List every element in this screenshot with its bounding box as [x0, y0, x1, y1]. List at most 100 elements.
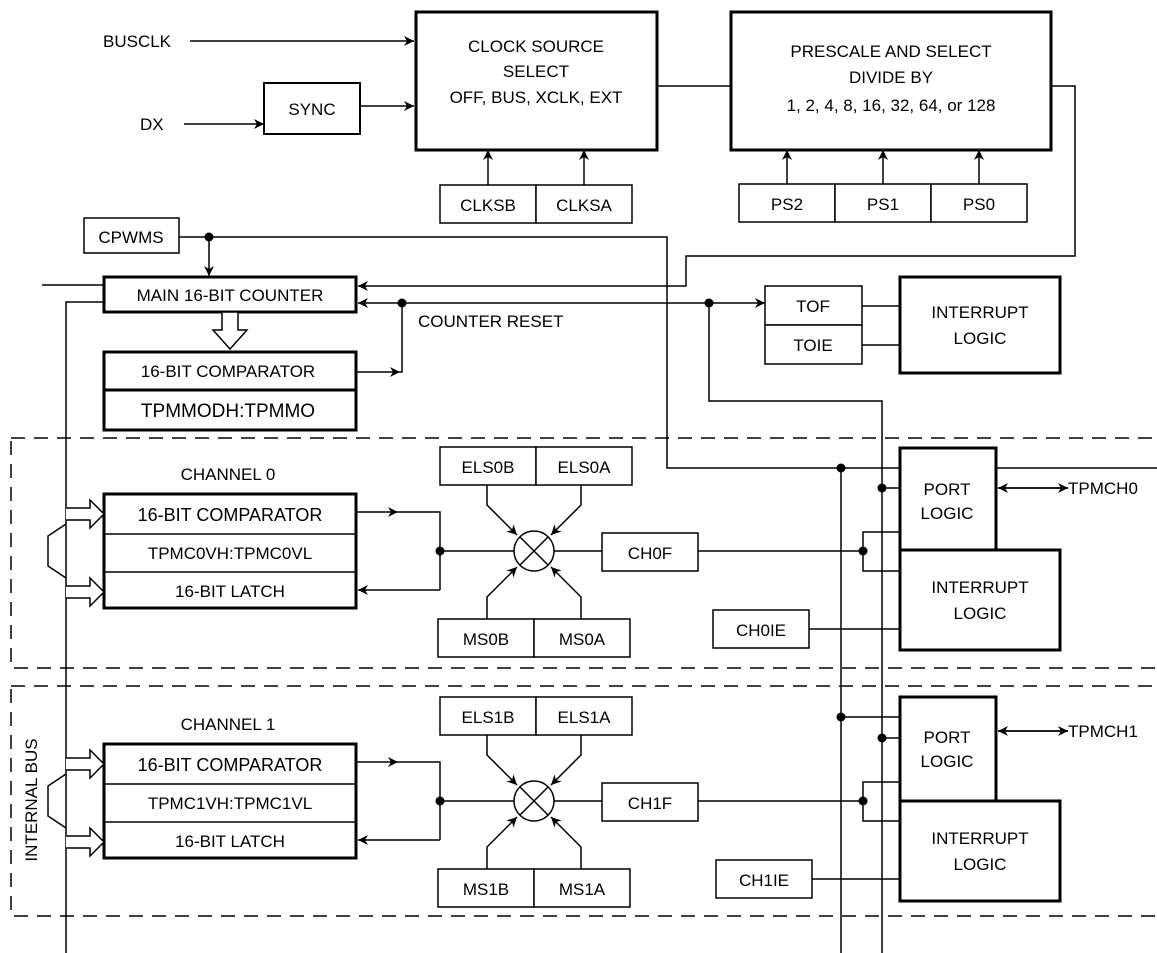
ms0a-label: MS0A — [559, 630, 606, 649]
ch0-latch-label: 16-BIT LATCH — [175, 582, 285, 601]
ch1f-to-port-wire — [862, 781, 900, 801]
ch0-port-logic-box — [898, 446, 998, 552]
overflow-interrupt-line1: INTERRUPT — [931, 303, 1028, 322]
sync-box — [263, 82, 361, 135]
ms1b-wire — [486, 816, 518, 869]
ps2-label: PS2 — [771, 195, 803, 214]
ch0-loop-wire — [47, 523, 67, 579]
ch0-register-box — [102, 492, 358, 610]
els0a-label: ELS0A — [558, 458, 612, 477]
ms1a-cell — [533, 868, 631, 908]
ms0a-wire — [550, 566, 582, 619]
tpmch1-label: TPMCH1 — [1068, 722, 1138, 741]
ch0-interrupt-box — [898, 548, 1062, 652]
clksa-label: CLKSA — [556, 196, 612, 215]
els0a-wire — [550, 485, 582, 536]
prescale-select: PRESCALE AND SELECT DIVIDE BY 1, 2, 4, 8… — [358, 10, 1076, 291]
ch0f-to-int-wire — [862, 551, 900, 572]
ms1a-label: MS1A — [559, 880, 606, 899]
ch0-bus-arrow-comp — [66, 498, 106, 530]
els0a-cell — [535, 446, 633, 486]
tof-cell — [764, 285, 863, 326]
clock-source-line1: CLOCK SOURCE — [468, 37, 604, 56]
clksa-cell — [535, 184, 633, 224]
ch1ie-label: CH1IE — [739, 871, 789, 890]
channel-1: CHANNEL 1 16-BIT COMPARATOR TPMC1VH:TPMC… — [47, 695, 1138, 908]
main-counter: MAIN 16-BIT COUNTER COUNTER RESET — [42, 275, 883, 953]
ch1-loop-wire — [47, 773, 67, 829]
tpmch0-label: TPMCH0 — [1068, 479, 1138, 498]
ms1a-wire — [550, 816, 582, 869]
ch0f-label: CH0F — [628, 544, 672, 563]
ps1-label: PS1 — [867, 195, 899, 214]
els1b-cell — [439, 696, 537, 736]
clock-source-line3: OFF, BUS, XCLK, EXT — [450, 88, 623, 107]
toie-cell — [764, 324, 863, 365]
ch1-comp-fork-wire — [398, 761, 441, 840]
ch1f-cell — [601, 782, 699, 822]
ch0-comparator-label: 16-BIT COMPARATOR — [138, 505, 323, 525]
channel-0: CHANNEL 0 16-BIT COMPARATOR TPMC0VH:TPMC… — [47, 446, 1138, 658]
ms1b-cell — [437, 868, 535, 908]
clock-inputs: BUSCLK DX SYNC — [103, 32, 414, 135]
ch1-bus-arrow-comp — [66, 748, 106, 780]
els0b-label: ELS0B — [462, 458, 515, 477]
ch1-mux-x2 — [519, 786, 549, 816]
els0b-cell — [439, 446, 537, 486]
ch1ie-cell — [715, 859, 813, 899]
ch1-register-box — [102, 742, 358, 860]
els1a-wire — [550, 735, 582, 786]
channel0-region — [10, 437, 1157, 669]
ms0a-cell — [533, 618, 631, 658]
cpwms-label: CPWMS — [98, 228, 163, 247]
ms1b-label: MS1B — [463, 880, 509, 899]
ch0-port-line2: LOGIC — [921, 504, 974, 523]
modulo-comparator: 16-BIT COMPARATOR TPMMODH:TPMMO — [102, 303, 403, 432]
ch1-value-reg-label: TPMC1VH:TPMC1VL — [148, 794, 312, 813]
els1b-wire — [486, 735, 518, 786]
internal-bus-label: INTERNAL BUS — [22, 738, 41, 861]
ch1-port-line2: LOGIC — [921, 752, 974, 771]
ch0f-to-port-wire — [862, 531, 900, 551]
channel1-title: CHANNEL 1 — [181, 715, 276, 734]
modulo-reset-wire — [400, 303, 403, 373]
els1b-label: ELS1B — [462, 708, 515, 727]
main-counter-box — [102, 275, 358, 314]
clock-source-select: CLOCK SOURCE SELECT OFF, BUS, XCLK, EXT … — [414, 10, 731, 224]
ps2-cell — [738, 183, 836, 223]
ms0b-cell — [437, 618, 535, 658]
cpwms-junction — [204, 232, 214, 242]
prescale-box — [729, 10, 1053, 152]
ms0b-label: MS0B — [463, 630, 509, 649]
sync-label: SYNC — [288, 100, 335, 119]
ch1-port-logic-box — [898, 695, 998, 803]
dx-label: DX — [140, 115, 164, 134]
ch1-comparator-label: 16-BIT COMPARATOR — [138, 755, 323, 775]
els0b-wire — [486, 485, 518, 536]
cpwms-box — [83, 217, 180, 254]
modulo-comparator-label: 16-BIT COMPARATOR — [141, 362, 315, 381]
clksb-label: CLKSB — [460, 196, 516, 215]
ch1-latch-label: 16-BIT LATCH — [175, 832, 285, 851]
channel1-region — [10, 685, 1157, 917]
clock-source-box — [414, 10, 659, 152]
ch0-value-reg-label: TPMC0VH:TPMC0VL — [148, 544, 312, 563]
els1a-label: ELS1A — [558, 708, 612, 727]
ch0-mux-x2 — [519, 536, 549, 566]
prescale-line2: DIVIDE BY — [849, 68, 933, 87]
ch0ie-cell — [712, 609, 810, 649]
main-counter-label: MAIN 16-BIT COUNTER — [137, 286, 324, 305]
ms0b-wire — [486, 566, 518, 619]
counter-to-comparator-arrow — [211, 311, 249, 351]
ch0-int-line1: INTERRUPT — [931, 578, 1028, 597]
prescale-line3: 1, 2, 4, 8, 16, 32, 64, or 128 — [787, 96, 996, 115]
ch1-port-line1: PORT — [924, 728, 971, 747]
ch0-port-line1: PORT — [924, 480, 971, 499]
ch1f-label: CH1F — [628, 794, 672, 813]
ch0f-cell — [601, 532, 699, 572]
ch1-bus-arrow-latch — [66, 826, 106, 858]
counter-bus-wire — [65, 301, 104, 953]
clock-source-line2: SELECT — [503, 62, 569, 81]
ch0-comp-fork-wire — [398, 511, 441, 590]
